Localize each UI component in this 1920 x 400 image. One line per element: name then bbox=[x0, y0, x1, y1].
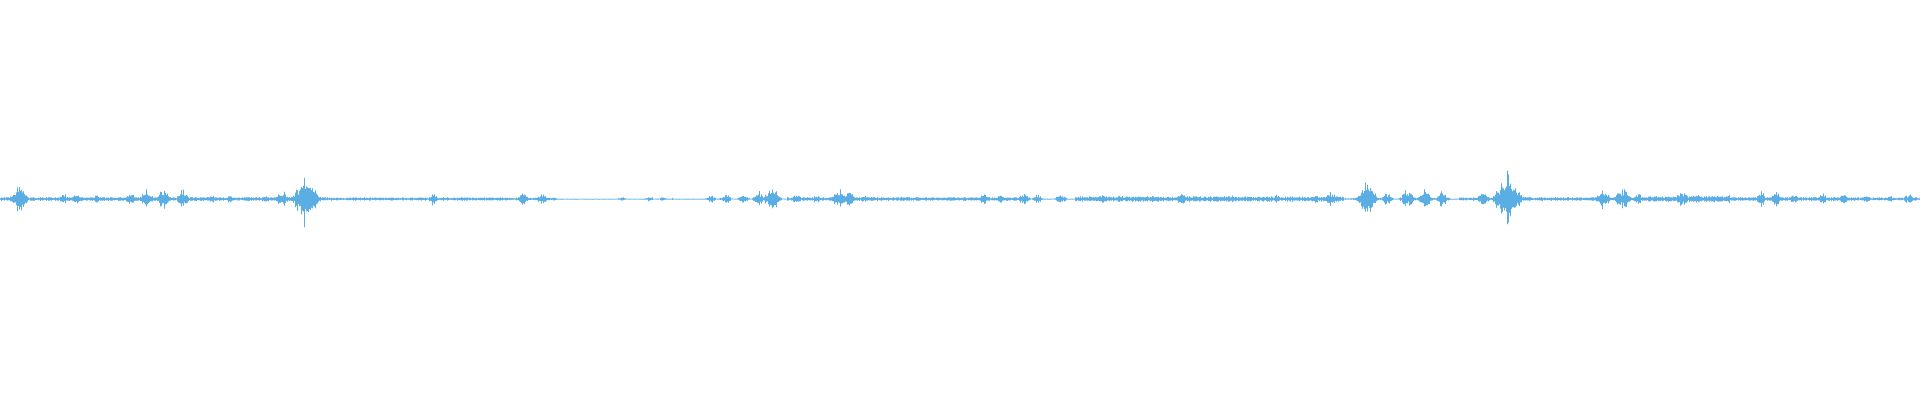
waveform-trace bbox=[0, 170, 1920, 228]
waveform-path bbox=[0, 170, 1920, 228]
